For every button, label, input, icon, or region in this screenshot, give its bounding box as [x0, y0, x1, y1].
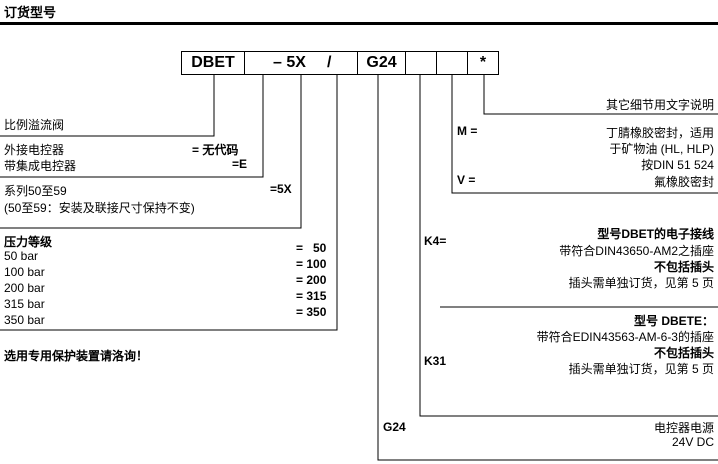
pressure-315-label: 315 bar [4, 297, 45, 311]
k31-line1: 带符合EDIN43563-AM-6-3的插座 [536, 330, 714, 344]
k4-title: 型号DBET的电子接线 [597, 227, 714, 241]
k4-line2: 不包括插头 [653, 260, 714, 274]
seal-v-line1: 氟橡胶密封 [653, 175, 714, 189]
pressure-100-code: = 100 [296, 257, 327, 271]
other-details-label: 其它细节用文字说明 [605, 98, 714, 112]
g24-code: G24 [383, 420, 406, 434]
k4-line3: 插头需单独订货，见第 5 页 [568, 276, 714, 290]
external-controller-label: 外接电控器 [4, 143, 65, 157]
code-cell-star: * [467, 51, 499, 75]
seal-m-line1: 丁腈橡胶密封，适用 [605, 126, 714, 140]
g24-line2: 24V DC [671, 435, 714, 449]
g24-line1: 电控器电源 [653, 421, 714, 435]
seal-m-line3: 按DIN 51 524 [641, 158, 714, 172]
series-note: (50至59：安装及联接尺寸保持不变) [4, 201, 195, 215]
k4-line1: 带符合DIN43650-AM2之插座 [559, 244, 714, 258]
pressure-200-code: = 200 [296, 273, 327, 287]
pressure-title: 压力等级 [4, 235, 53, 249]
seal-m-line2: 于矿物油 (HL, HLP) [609, 142, 714, 156]
pressure-100-label: 100 bar [4, 265, 45, 279]
pressure-50-label: 50 bar [4, 249, 39, 263]
code-cell-blank-1 [405, 51, 437, 75]
code-cell-blank-2 [436, 51, 468, 75]
code-cell-g24: G24 [357, 51, 406, 75]
protection-footnote: 选用专用保护装置请洛询！ [4, 349, 149, 363]
integrated-controller-label: 带集成电控器 [4, 159, 77, 173]
pressure-315-code: = 315 [296, 289, 327, 303]
code-slash: / [327, 54, 332, 71]
pressure-350-label: 350 bar [4, 313, 45, 327]
pressure-200-label: 200 bar [4, 281, 45, 295]
pressure-50-code: = 50 [296, 241, 327, 255]
integrated-controller-code: =E [232, 157, 248, 171]
code-cell-series: – 5X / [244, 51, 358, 75]
code-cell-dbet: DBET [181, 51, 245, 75]
code-series-text: – 5X [273, 54, 306, 71]
k31-line3: 插头需单独订货，见第 5 页 [568, 362, 714, 376]
pressure-350-code: = 350 [296, 305, 327, 319]
seal-v-code: V = [457, 173, 476, 187]
k31-title: 型号 DBETE： [633, 314, 714, 328]
k4-code: K4= [424, 234, 447, 248]
series-code: =5X [270, 182, 292, 196]
k31-line2: 不包括插头 [653, 346, 714, 360]
k31-code: K31 [424, 354, 447, 368]
heading-rule [0, 22, 718, 25]
seal-m-code: M = [457, 124, 478, 138]
valve-label: 比例溢流阀 [4, 118, 65, 132]
series-label: 系列50至59 [4, 184, 67, 198]
page-heading: 订货型号 [4, 6, 57, 21]
external-controller-code: = 无代码 [192, 143, 239, 157]
